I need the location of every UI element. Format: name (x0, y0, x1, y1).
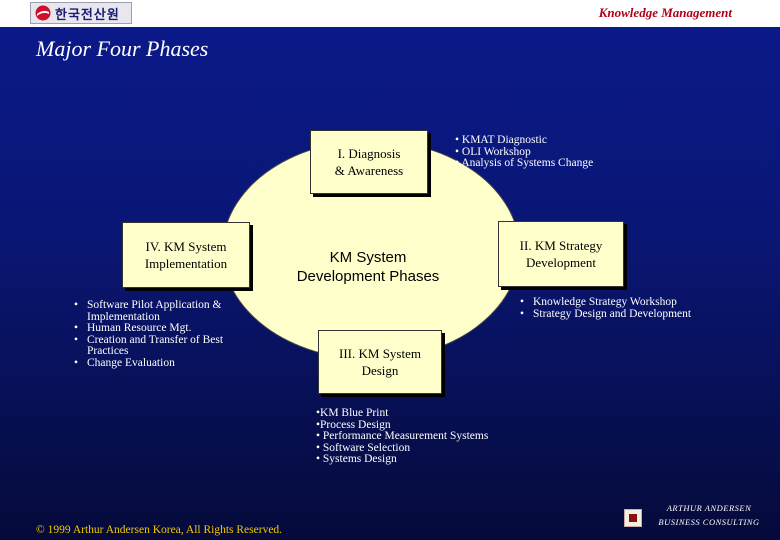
phase-label-line: III. KM System (339, 346, 421, 361)
phase-box-implementation: IV. KM System Implementation (122, 222, 250, 288)
list-item: • Systems Design (316, 453, 397, 465)
strategy-bullets: Knowledge Strategy Workshop Strategy Des… (520, 296, 691, 321)
brand-name: ARTHUR ANDERSEN (666, 503, 752, 513)
implementation-bullets: Software Pilot Application & Implementat… (74, 299, 244, 370)
company-logo: 한국전산원 (30, 2, 132, 24)
header-bar: 한국전산원 Knowledge Management (0, 0, 780, 27)
list-item: Creation and Transfer of Best Practices (74, 334, 244, 358)
list-item: Strategy Design and Development (520, 308, 691, 321)
phase-label-line: II. KM Strategy (519, 238, 603, 253)
logo-emblem-icon (35, 5, 51, 21)
center-label-line1: KM System (329, 249, 407, 266)
phase-box-strategy: II. KM Strategy Development (498, 221, 624, 287)
brand-emblem-icon (624, 509, 642, 527)
phase-label-line: Implementation (144, 256, 228, 271)
list-item: • Performance Measurement Systems (316, 430, 489, 442)
list-item: • OLI Workshop (455, 145, 531, 158)
list-item: Change Evaluation (74, 357, 244, 370)
list-item: • KMAT Diagnostic (455, 134, 547, 146)
list-item: Software Pilot Application & Implementat… (74, 299, 244, 323)
list-item: • Analysis of Systems Change (455, 157, 594, 169)
phase-label-line: Development (525, 255, 597, 270)
phase-label-line: & Awareness (334, 163, 404, 178)
list-item: Knowledge Strategy Workshop (520, 296, 691, 309)
phase-label-line: IV. KM System (145, 239, 227, 254)
list-item: • Software Selection (316, 441, 411, 454)
section-label: Knowledge Management (598, 5, 732, 20)
design-bullets: •KM Blue Print •Process Design • Perform… (316, 407, 489, 466)
center-label: KM System Development Phases (280, 248, 456, 286)
copyright-notice: © 1999 Arthur Andersen Korea, All Rights… (36, 524, 283, 536)
logo-text: 한국전산원 (55, 7, 120, 23)
page-title: Major Four Phases (36, 36, 209, 61)
phase-box-design: III. KM System Design (318, 330, 442, 394)
diagnosis-bullets: • KMAT Diagnostic • OLI Workshop • Analy… (455, 134, 594, 170)
center-label-line2: Development Phases (296, 268, 440, 285)
brand-division: BUSINESS CONSULTING (658, 517, 760, 527)
list-item: •Process Design (316, 418, 391, 431)
list-item: Human Resource Mgt. (74, 322, 244, 335)
phase-label-line: Design (361, 363, 399, 378)
list-item: •KM Blue Print (316, 407, 389, 419)
phase-label-line: I. Diagnosis (337, 146, 401, 161)
phase-box-diagnosis: I. Diagnosis & Awareness (310, 130, 428, 194)
